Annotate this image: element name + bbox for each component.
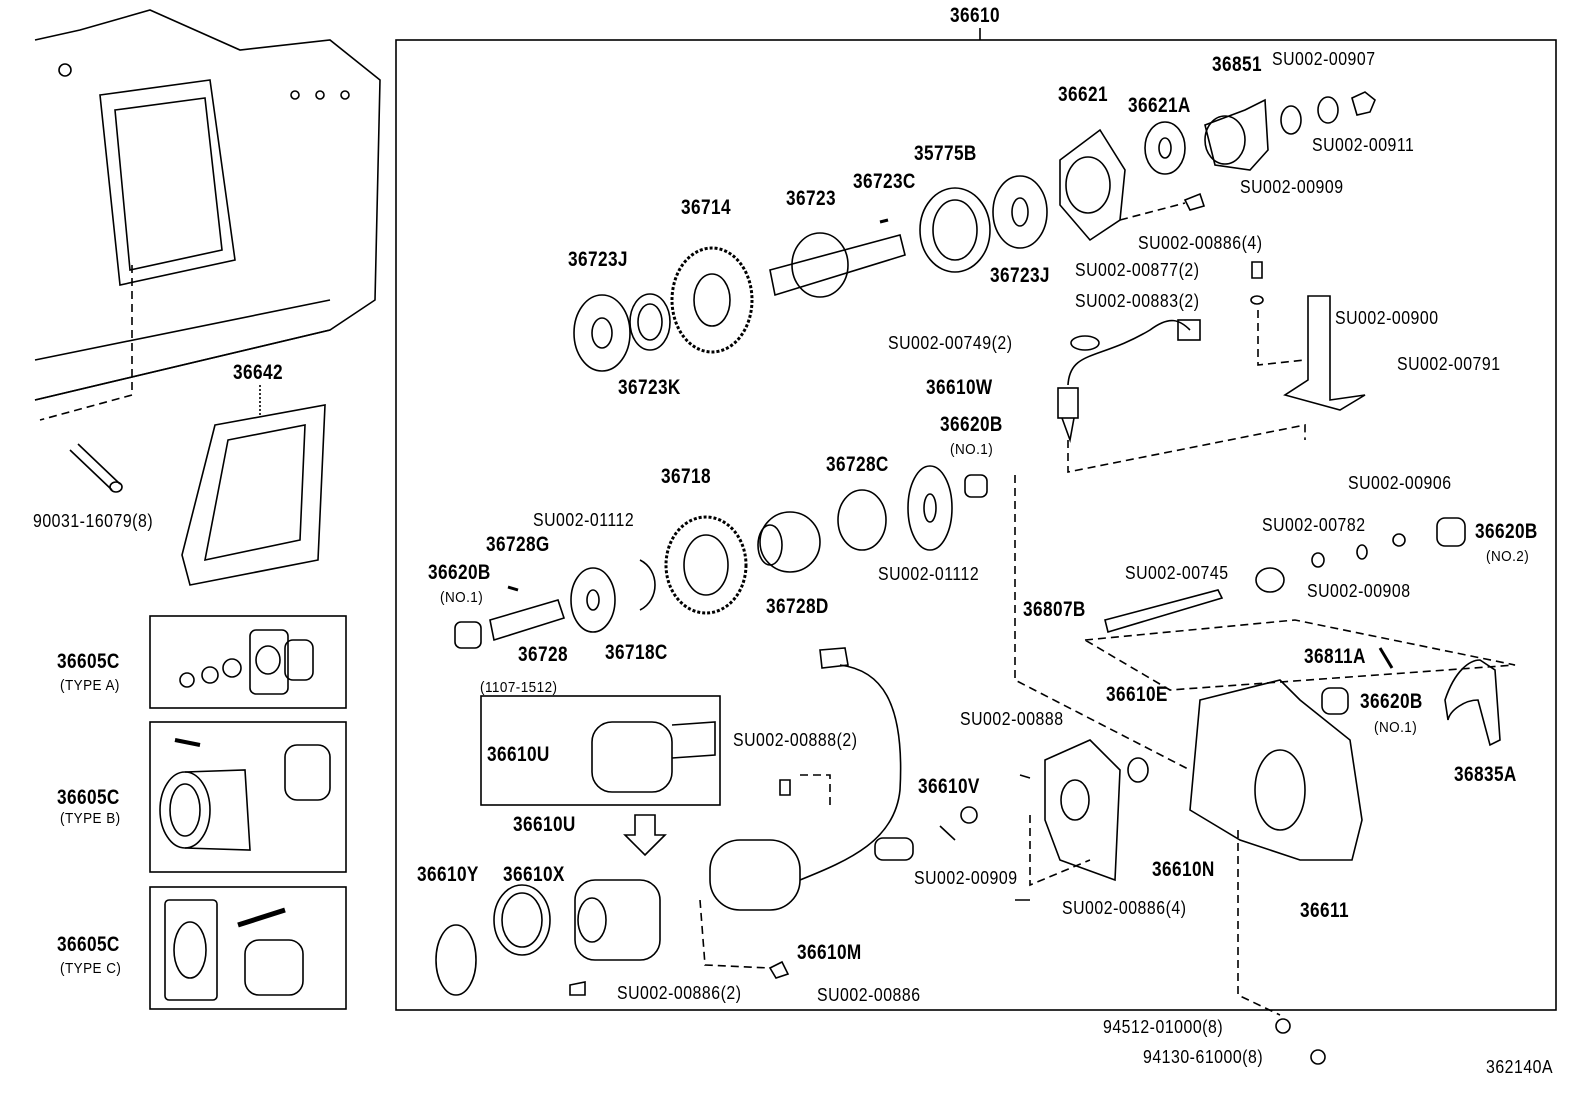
assembly-frame: [395, 39, 1557, 1011]
label-36728d: 36728D: [766, 595, 829, 618]
label-36610e: 36610E: [1106, 683, 1168, 706]
label-36718: 36718: [661, 465, 711, 488]
label-su002-00877: SU002-00877(2): [1075, 260, 1200, 280]
label-36811a: 36811A: [1304, 645, 1366, 668]
label-94512-01000: 94512-01000(8): [1103, 1017, 1224, 1037]
label-36642: 36642: [233, 361, 283, 384]
label-35775b: 35775B: [914, 142, 977, 165]
label-36620b-top: 36620B: [940, 413, 1003, 436]
label-su002-00886-4: SU002-00886(4): [1138, 233, 1263, 253]
label-36620b-right: 36620B: [1475, 520, 1538, 543]
label-36605c-type-b: 36605C: [57, 786, 120, 809]
label-no1-top: (NO.1): [950, 441, 994, 458]
label-su002-00909: SU002-00909: [1240, 177, 1344, 197]
label-36807b: 36807B: [1023, 598, 1086, 621]
label-su002-00888: SU002-00888: [960, 709, 1064, 729]
type-a-parts: [179, 629, 314, 695]
label-su002-00745: SU002-00745: [1125, 563, 1229, 583]
label-36610u: 36610U: [513, 813, 576, 836]
transfer-housing: [1015, 679, 1363, 1065]
type-b-box: [149, 721, 347, 873]
gear-parts-upper: [573, 91, 1376, 372]
assembly-label: 36610: [950, 4, 1000, 27]
label-su002-00911: SU002-00911: [1312, 135, 1415, 155]
label-type-b: (TYPE B): [60, 810, 121, 827]
label-36611: 36611: [1300, 899, 1349, 922]
type-c-box: [149, 886, 347, 1010]
label-36718c: 36718C: [605, 641, 668, 664]
label-su002-01112-left: SU002-01112: [533, 510, 635, 530]
label-no1-housing: (NO.1): [1374, 719, 1418, 736]
label-su002-01112-right: SU002-01112: [878, 564, 980, 584]
label-36610n: 36610N: [1152, 858, 1215, 881]
label-36835a: 36835A: [1454, 763, 1517, 786]
gear-parts-middle: [454, 465, 988, 649]
transmission-case: [34, 9, 381, 421]
label-36723c: 36723C: [853, 170, 916, 193]
label-su002-00749: SU002-00749(2): [888, 333, 1013, 353]
figure-code: 362140A: [1486, 1057, 1554, 1077]
label-36620b-left: 36620B: [428, 561, 491, 584]
label-94130-61000: 94130-61000(8): [1143, 1047, 1264, 1067]
label-su002-00883: SU002-00883(2): [1075, 291, 1200, 311]
label-su002-00900: SU002-00900: [1335, 308, 1439, 328]
label-su002-00907: SU002-00907: [1272, 49, 1376, 69]
label-no2: (NO.2): [1486, 548, 1530, 565]
label-36723: 36723: [786, 187, 836, 210]
label-36714: 36714: [681, 196, 731, 219]
label-90031-16079: 90031-16079(8): [33, 511, 154, 531]
sensor-parts: [1057, 192, 1366, 473]
label-type-a: (TYPE A): [60, 677, 120, 694]
label-su002-00906: SU002-00906: [1348, 473, 1452, 493]
shift-parts: [1014, 475, 1516, 771]
label-36610y: 36610Y: [417, 863, 479, 886]
label-su002-00886: SU002-00886: [817, 985, 921, 1005]
label-36728: 36728: [518, 643, 568, 666]
label-36610x: 36610X: [503, 863, 565, 886]
label-su002-00886-2: SU002-00886(2): [617, 983, 742, 1003]
label-su002-00908: SU002-00908: [1307, 581, 1411, 601]
label-no1-left: (NO.1): [440, 589, 484, 606]
label-su002-00782: SU002-00782: [1262, 515, 1366, 535]
label-36605c-type-c: 36605C: [57, 933, 120, 956]
label-su002-00909-lower: SU002-00909: [914, 868, 1018, 888]
label-36610m: 36610M: [797, 941, 862, 964]
type-c-parts: [164, 899, 304, 1001]
type-a-box: [149, 615, 347, 709]
label-36621: 36621: [1058, 83, 1108, 106]
label-36723j-2: 36723J: [990, 264, 1050, 287]
label-36610v: 36610V: [918, 775, 980, 798]
label-36723j: 36723J: [568, 248, 628, 271]
gasket-36642: [181, 385, 326, 586]
label-type-c: (TYPE C): [60, 960, 122, 977]
label-36610u-boxed: 36610U: [487, 743, 550, 766]
label-36620b-housing: 36620B: [1360, 690, 1423, 713]
label-36610w: 36610W: [926, 376, 993, 399]
label-36723k: 36723K: [618, 376, 681, 399]
label-su002-00886-4-lower: SU002-00886(4): [1062, 898, 1187, 918]
label-su002-00888-2: SU002-00888(2): [733, 730, 858, 750]
label-36728c: 36728C: [826, 453, 889, 476]
label-36621a: 36621A: [1128, 94, 1191, 117]
label-serial-range: (1107-1512): [480, 679, 558, 696]
stud-bolt: [69, 443, 123, 493]
label-36605c-type-a: 36605C: [57, 650, 120, 673]
type-b-parts: [159, 738, 331, 851]
variant-box: [480, 695, 721, 806]
label-36851: 36851: [1212, 53, 1262, 76]
label-36728g: 36728G: [486, 533, 550, 556]
label-su002-00791: SU002-00791: [1397, 354, 1501, 374]
actuator-parts: [435, 647, 978, 996]
